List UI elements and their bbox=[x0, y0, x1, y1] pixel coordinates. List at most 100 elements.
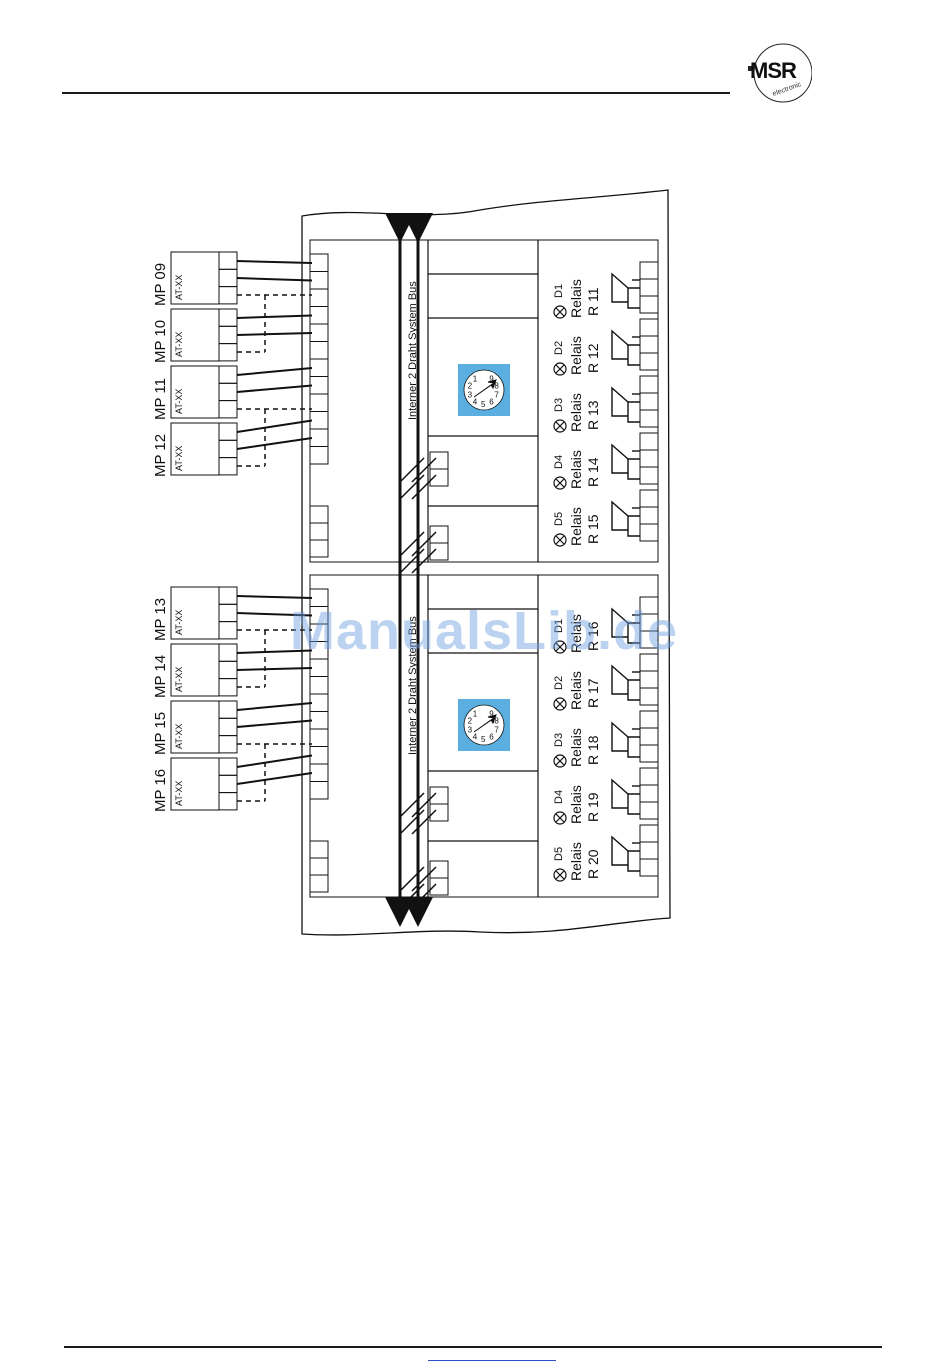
group-2-input-terminal bbox=[309, 711, 329, 730]
group-1-relay-4-terminal bbox=[639, 449, 659, 468]
group-2-relay-2-name-label: R 17 bbox=[585, 678, 601, 708]
group-2-bus-terminal bbox=[429, 803, 449, 822]
group-1-relay-1-name-label: R 11 bbox=[585, 287, 601, 316]
footer-link[interactable] bbox=[428, 1352, 556, 1361]
group-2-mp-3-sensor-terminal bbox=[218, 700, 238, 719]
group-2-mp-4-sensor-terminal bbox=[218, 792, 238, 811]
group-2-relay-2-led-icon bbox=[553, 697, 567, 711]
group-1-mp-3-sensor-terminal bbox=[218, 365, 238, 384]
group-1-relay-5-led-cross bbox=[555, 535, 565, 545]
group-2-mp-4-module-label: AT-XX bbox=[174, 780, 184, 806]
group-1-input-terminal bbox=[309, 428, 329, 447]
group-2-relay-3-type-label: Relais bbox=[568, 728, 584, 767]
group-1-relay-2-led-icon bbox=[553, 362, 567, 376]
group-2-relay-5-name-label: R 20 bbox=[585, 849, 601, 879]
group-2-relay-4-name-label: R 19 bbox=[585, 792, 601, 822]
group-1-input-terminal bbox=[309, 271, 329, 290]
group-1-switch-digit: 1 bbox=[473, 375, 478, 384]
group-2-relay-3-contact bbox=[627, 736, 640, 758]
group-1-input-terminal bbox=[309, 253, 329, 272]
group-1-relay-2-terminal bbox=[639, 318, 659, 337]
group-2-switch-digit: 7 bbox=[494, 725, 499, 734]
group-1-relay-2-type-label: Relais bbox=[568, 336, 584, 375]
group-2-bus-tap bbox=[399, 866, 425, 892]
group-1-relay-5-terminal bbox=[639, 523, 659, 542]
group-2-relay-4-terminal bbox=[639, 801, 659, 820]
group-1-switch-digit: 6 bbox=[489, 397, 494, 406]
group-2-bus-terminal bbox=[429, 877, 449, 896]
group-2-input-terminal bbox=[309, 763, 329, 782]
group-2-relay-2-contact bbox=[627, 679, 640, 701]
group-2-mp-3-sensor-terminal bbox=[218, 717, 238, 737]
group-2-mp-1-wire bbox=[236, 612, 313, 617]
group-1-relay-4-led-icon bbox=[553, 476, 567, 490]
group-2-relay-3-led-icon bbox=[553, 754, 567, 768]
group-2-relay-4-led-label: D4 bbox=[553, 789, 565, 804]
group-2-mp-3-module-label: AT-XX bbox=[174, 723, 184, 749]
group-2-relay-2-led-label: D2 bbox=[553, 675, 565, 690]
group-1-mp-1-module-label: AT-XX bbox=[174, 274, 184, 300]
group-2-bus-tap bbox=[411, 883, 437, 909]
group-1-mp-1-wire bbox=[236, 277, 313, 282]
group-1-mp-1-sensor-terminal bbox=[218, 251, 238, 270]
group-2-relay-3-terminal bbox=[639, 727, 659, 746]
group-2-relay-1-led-icon bbox=[553, 640, 567, 654]
group-1-mp-4-wire bbox=[236, 437, 313, 450]
group-1-relay-3-contact bbox=[627, 401, 640, 423]
group-1-bus-terminal bbox=[429, 542, 449, 561]
group-2-mp-3-label: MP 15 bbox=[152, 711, 169, 755]
group-1-bus-tap bbox=[399, 474, 425, 500]
group-1-input-terminal bbox=[309, 376, 329, 395]
group-1-input-terminal bbox=[309, 411, 329, 430]
group-1-relay-4-name-label: R 14 bbox=[585, 457, 601, 487]
group-1-mp-3-sensor-terminal bbox=[218, 400, 238, 419]
group-2-relay-1-terminal bbox=[639, 630, 659, 649]
group-2-mp-1-label: MP 13 bbox=[152, 597, 169, 641]
footer-rule bbox=[64, 1346, 882, 1348]
group-1-mp-1-sensor-terminal bbox=[218, 286, 238, 305]
group-1-relay-5-terminal bbox=[639, 489, 659, 508]
group-2-relay-2-type-label: Relais bbox=[568, 671, 584, 710]
group-2-mp-3-wire bbox=[236, 702, 313, 711]
group-2-relay-3-led-label: D3 bbox=[553, 732, 565, 747]
group-1-mp-4-module-label: AT-XX bbox=[174, 445, 184, 471]
group-2-aux-terminal bbox=[309, 840, 329, 859]
group-2-mp-1-wire bbox=[236, 595, 313, 599]
group-2-relay-4-led-cross bbox=[555, 813, 565, 823]
group-2-mp-4-wire bbox=[236, 772, 313, 785]
group-1-input-terminal bbox=[309, 393, 329, 412]
group-1-relay-2-contact bbox=[627, 344, 640, 366]
group-2-relay-1-led-cross bbox=[555, 642, 565, 652]
group-2-relay-2-terminal bbox=[639, 687, 659, 706]
group-2-bus-tap bbox=[399, 809, 425, 835]
group-1-bus-tap bbox=[411, 457, 437, 483]
group-2-mp-2-wire bbox=[236, 649, 313, 654]
group-2-relay-3-terminal bbox=[639, 710, 659, 729]
group-1-relay-1-contact-arm bbox=[611, 272, 629, 303]
group-1-mp-2-sensor-terminal bbox=[218, 325, 238, 345]
group-2-mp-3-wire bbox=[236, 719, 313, 728]
group-2-switch-digit: 3 bbox=[468, 725, 473, 734]
group-1-switch-digit: 7 bbox=[494, 390, 499, 399]
group-1-relay-2-name-label: R 12 bbox=[585, 343, 601, 373]
header-rule bbox=[62, 92, 730, 94]
group-1-relay-3-terminal bbox=[639, 375, 659, 394]
group-1-relay-3-terminal bbox=[639, 409, 659, 428]
group-1-relay-4-contact bbox=[627, 458, 640, 480]
group-1-relay-5-name-label: R 15 bbox=[585, 514, 601, 544]
group-2-relay-5-led-cross bbox=[555, 870, 565, 880]
group-1-input-terminal bbox=[309, 306, 329, 325]
group-2-bus-tap bbox=[411, 809, 437, 835]
group-1-switch-digit: 4 bbox=[473, 397, 478, 406]
group-2-bus-tap bbox=[411, 866, 437, 892]
group-2-relay-2-contact-arm bbox=[611, 664, 629, 695]
group-2-relay-3-name-label: R 18 bbox=[585, 735, 601, 765]
group-2-relay-4-led-icon bbox=[553, 811, 567, 825]
group-2-bus-tap bbox=[399, 792, 425, 818]
group-2-input-terminal bbox=[309, 728, 329, 747]
group-1-relay-3-type-label: Relais bbox=[568, 393, 584, 432]
group-1-bus-tap bbox=[399, 531, 425, 557]
group-2-bus-tap bbox=[411, 792, 437, 818]
group-1-switch-digit: 9 bbox=[489, 375, 494, 384]
group-1-mp-3-module-label: AT-XX bbox=[174, 388, 184, 414]
